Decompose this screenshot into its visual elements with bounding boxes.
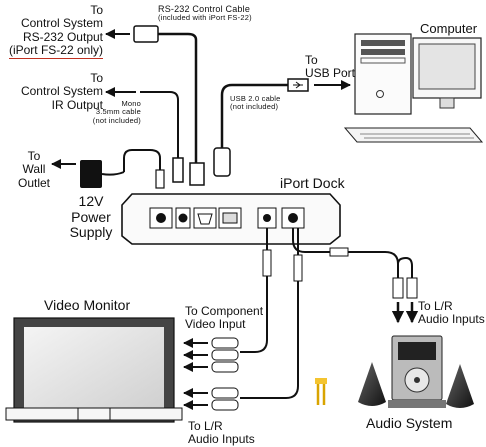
label-lr-audio-monitor: To L/R Audio Inputs: [188, 419, 255, 447]
label-usb-port: To USB Port: [305, 53, 356, 81]
label-to-wall: To Wall Outlet: [17, 149, 50, 190]
label-usb-cable: USB 2.0 cable (not included): [230, 94, 281, 112]
label-power-supply: 12V Power Supply: [69, 193, 113, 241]
label-audio-system: Audio System: [366, 415, 453, 431]
iport-dock-icon: [121, 193, 341, 245]
label-to-rs232: To Control System RS-232 Output (iPort F…: [8, 3, 103, 59]
label-video-monitor: Video Monitor: [44, 297, 131, 313]
rca-connectors-icon: [315, 378, 327, 405]
label-mono-cable: Mono 3.5mm cable (not included): [92, 99, 141, 125]
label-iport-dock: iPort Dock: [280, 175, 345, 191]
computer-icon: [343, 33, 484, 143]
power-adapter-icon: [80, 160, 102, 188]
label-lr-audio-system: To L/R Audio Inputs: [418, 299, 485, 327]
label-rs232-cable: RS-232 Control Cable (included with iPor…: [158, 4, 252, 23]
video-monitor-icon: [5, 317, 183, 423]
label-computer: Computer: [420, 21, 478, 36]
rs232-connector-icon: [133, 25, 159, 43]
audio-system-icon: [358, 335, 474, 408]
label-component-video: To Component Video Input: [185, 304, 264, 332]
label-to-ir: To Control System IR Output: [20, 71, 103, 112]
